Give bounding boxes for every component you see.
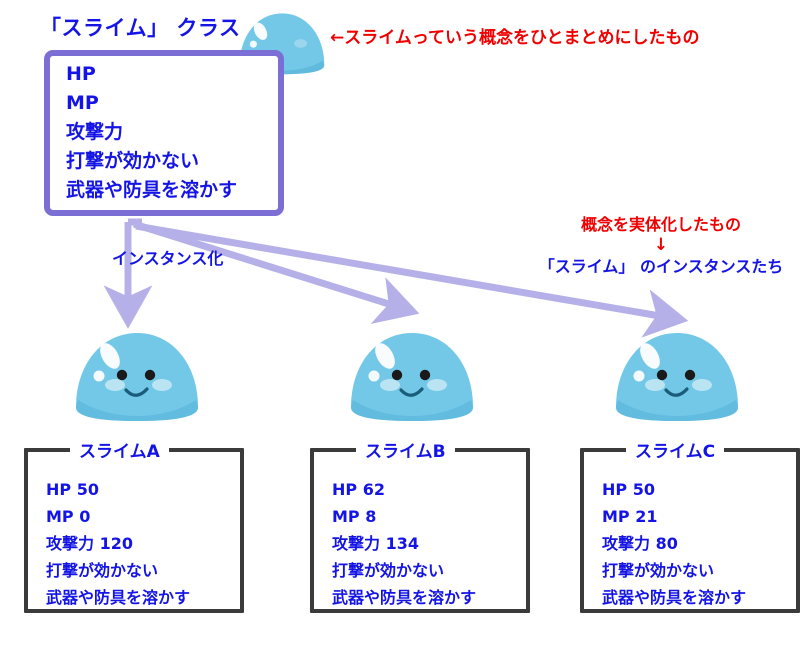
instances-annotation-line1: 概念を実体化したもの [580,215,741,234]
class-definition-box [44,50,284,216]
class-member: MP [66,92,99,114]
instance-name: スライムB [365,442,446,462]
class-member: HP [66,63,96,85]
class-member-list: HP MP 攻撃力 打撃が効かない 武器や防具を溶かす [66,60,281,205]
instance-box: スライムB HP 62 MP 8 攻撃力 134 打撃が効かない 武器や防具を溶… [310,437,530,613]
instance-attribute: 武器や防具を溶かす [46,588,191,607]
class-member: 攻撃力 [66,121,124,143]
instance-attribute: HP 50 [602,480,655,499]
instance-attribute: HP 62 [332,480,385,499]
instance-attribute: 武器や防具を溶かす [332,588,477,607]
instance-attribute-list: HP 50 MP 0 攻撃力 120 打撃が効かない 武器や防具を溶かす [28,462,240,611]
instance-attribute: HP 50 [46,480,99,499]
instance-box: スライムA HP 50 MP 0 攻撃力 120 打撃が効かない 武器や防具を溶… [24,437,244,613]
slime-icon [616,333,738,421]
instance-attribute: 打撃が効かない [46,561,159,580]
instance-attribute: 打撃が効かない [602,561,715,580]
class-title: 「スライム」 クラス [40,16,241,40]
class-member: 打撃が効かない [66,150,200,172]
instance-attribute: 打撃が効かない [332,561,445,580]
instance-attribute: 攻撃力 80 [602,534,678,553]
instance-attribute: 武器や防具を溶かす [602,588,747,607]
slime-icon [76,333,198,421]
instance-attribute: MP 21 [602,507,658,526]
instance-attribute: 攻撃力 134 [332,534,419,553]
instance-name: スライムA [79,442,160,462]
instances-annotation-line3: 「スライム」 のインスタンスたち [538,257,784,276]
instance-box: スライムC HP 50 MP 21 攻撃力 80 打撃が効かない 武器や防具を溶… [580,437,800,613]
slime-icon [351,333,473,421]
instance-attribute: 攻撃力 120 [46,534,133,553]
down-arrow-icon: ↓ [653,235,669,255]
instance-attribute: MP 0 [46,507,91,526]
instantiation-label: インスタンス化 [112,249,224,268]
class-member: 武器や防具を溶かす [66,179,238,201]
class-annotation: ←スライムっていう概念をひとまとめにしたもの [330,28,700,48]
instance-attribute-list: HP 62 MP 8 攻撃力 134 打撃が効かない 武器や防具を溶かす [314,462,526,611]
instances-annotation: 概念を実体化したもの ↓ 「スライム」 のインスタンスたち [522,215,800,279]
instance-name: スライムC [635,442,716,462]
instance-attribute: MP 8 [332,507,377,526]
instance-attribute-list: HP 50 MP 21 攻撃力 80 打撃が効かない 武器や防具を溶かす [584,462,796,611]
